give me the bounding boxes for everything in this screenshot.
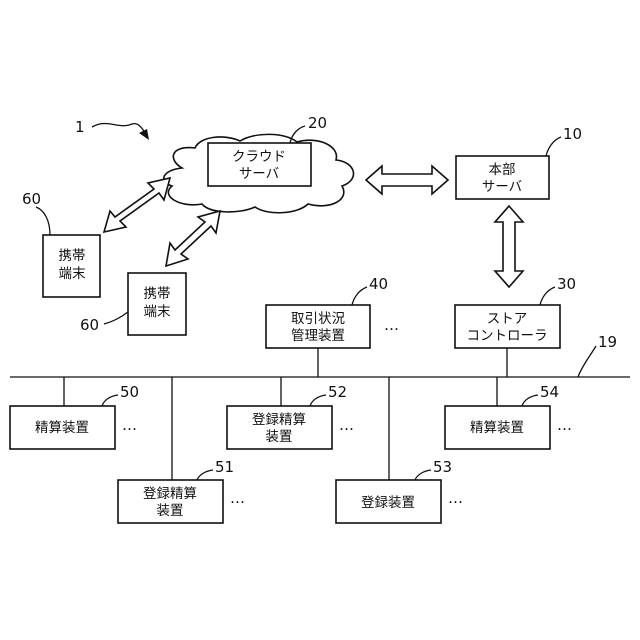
system-ref-label: 1 [75,118,85,136]
mobile-terminal-2-leader [104,312,128,324]
hq-server-label-1: 本部 [489,162,516,178]
mobile-terminal-2-label-2: 端末 [144,304,171,320]
register-device-53-ref: 53 [433,458,452,476]
mobile-terminal-1: 携帯 端末 [43,235,100,297]
transaction-manager-node: 取引状況 管理装置 [266,305,370,348]
register-device-53-leader [415,470,431,480]
register-device-53-ellipsis: … [448,489,464,507]
mobile-terminal-1-leader [36,207,50,235]
store-controller-label-1: ストア [487,311,528,327]
mobile-terminal-1-label-1: 携帯 [59,248,86,264]
settlement-device-54-label: 精算装置 [470,420,524,436]
register-settlement-device-52-label-2: 装置 [266,429,293,445]
settlement-device-54-ellipsis: … [557,416,573,434]
register-settlement-device-51-label-2: 装置 [157,503,184,519]
cloud-server-label-2: サーバ [239,166,279,182]
settlement-device-54: 精算装置 [445,406,550,449]
register-settlement-device-52-leader [310,395,326,406]
register-device-53: 登録装置 [336,480,441,523]
transaction-manager-label-1: 取引状況 [291,311,345,327]
register-settlement-device-52-label-1: 登録精算 [252,412,306,428]
register-settlement-device-52-ref: 52 [328,383,347,401]
register-settlement-device-52-ellipsis: … [339,416,355,434]
network-bus-ref: 19 [598,333,617,351]
register-device-53-label: 登録装置 [361,495,415,511]
mobile-terminal-2: 携帯 端末 [128,273,186,335]
hq-server-label-2: サーバ [482,179,522,195]
system-ref-arrow [92,124,146,134]
settlement-device-50-leader [102,395,118,406]
transaction-manager-label-2: 管理装置 [291,328,345,344]
mobile-terminal-1-ref: 60 [22,190,41,208]
arrow-cloud-hq [366,166,448,194]
store-controller-ref: 30 [557,275,576,293]
register-settlement-device-51-ref: 51 [215,458,234,476]
register-settlement-device-52: 登録精算 装置 [227,406,332,449]
hq-server-ref: 10 [563,125,582,143]
settlement-device-54-ref: 54 [540,383,559,401]
hq-server-leader [546,137,561,156]
store-controller-label-2: コントローラ [467,328,548,344]
store-controller-node: ストア コントローラ [455,305,560,348]
network-bus-leader [578,346,596,377]
arrow-hq-store [495,206,523,287]
transaction-manager-ellipsis: … [384,316,400,334]
transaction-manager-ref: 40 [369,275,388,293]
register-settlement-device-51-ellipsis: … [230,489,246,507]
cloud-server-node: クラウド サーバ [208,143,311,186]
cloud-server-label-1: クラウド [232,149,286,165]
arrow-mobile1-cloud [104,178,170,232]
register-settlement-device-51-leader [197,470,213,480]
mobile-terminal-2-ref: 60 [80,316,99,334]
register-settlement-device-51: 登録精算 装置 [118,480,223,523]
hq-server-node: 本部 サーバ [456,156,549,199]
system-ref-arrowhead [139,129,149,140]
mobile-terminal-2-label-1: 携帯 [144,286,171,302]
settlement-device-50-ref: 50 [120,383,139,401]
settlement-device-50-ellipsis: … [122,416,138,434]
arrow-mobile2-cloud [166,211,220,266]
settlement-device-50: 精算装置 [10,406,115,449]
register-settlement-device-51-label-1: 登録精算 [143,486,197,502]
transaction-manager-leader [352,287,367,305]
settlement-device-50-label: 精算装置 [35,420,89,436]
store-controller-leader [540,287,555,305]
mobile-terminal-1-label-2: 端末 [59,266,86,282]
settlement-device-54-leader [522,395,538,406]
cloud-server-ref: 20 [308,114,327,132]
